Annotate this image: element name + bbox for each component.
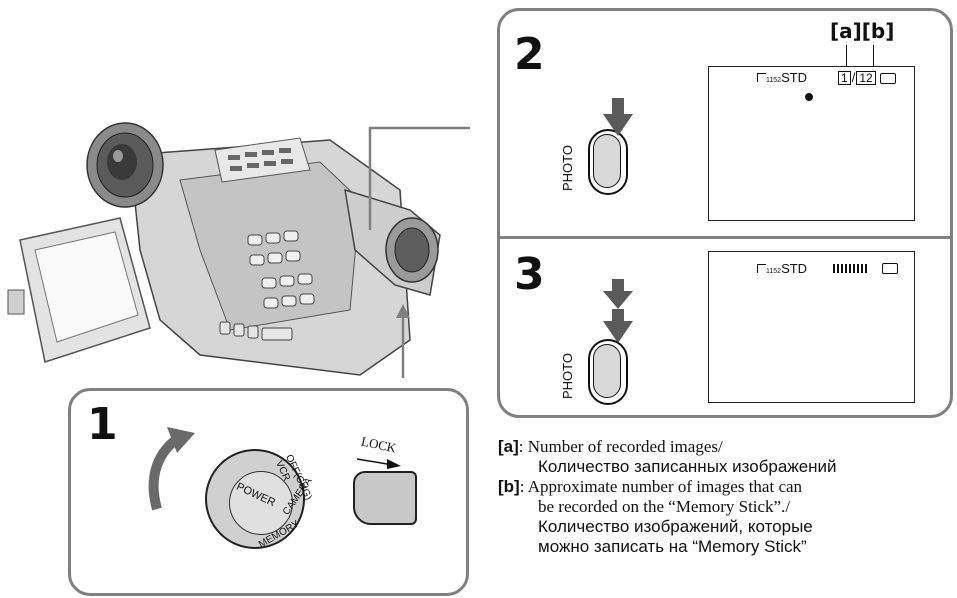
lock-arrow-icon [357,458,401,469]
photo-button-cap [593,134,621,188]
callout-a: [a] [830,19,862,43]
photo-button-step3[interactable] [588,339,628,405]
steps-2-3-panel: 2 PHOTO [a][b] 1152STD 1/12 3 PHOTO [497,8,953,418]
recording-dot-icon [805,93,813,101]
photo-label-step2: PHOTO [560,145,575,191]
legend-b-line3: Количество изображений, которые [538,517,813,536]
step-3-number: 3 [514,249,545,300]
photo-button-step2[interactable] [588,129,628,195]
step-1-panel: 1 POWER OFF(CHG) VCR CAMERA MEMORY LOCK [68,388,469,596]
memory-stick-image-size-icon [757,264,766,273]
legend-a-line2: Количество записанных изображений [538,457,837,476]
memory-stick-icon [882,263,898,274]
memory-stick-image-size-icon [757,73,766,82]
image-mode-indicator: 1152STD [757,262,807,279]
recording-progress-bars-icon [833,264,867,273]
photo-button-cap [593,344,621,398]
callout-b: [b] [861,19,895,43]
remaining-images-count: 12 [856,71,876,85]
callout-labels: [a][b] [830,19,894,43]
step-2-number: 2 [514,29,545,80]
lock-label: LOCK [359,433,398,456]
legend-b-line2: be recorded on the “Memory Stick”./ [538,497,791,516]
recorded-images-count: 1 [838,71,851,85]
camcorder-illustration [7,122,470,378]
double-press-arrow-icon [603,279,633,343]
press-arrow-icon [603,98,633,136]
memory-stick-icon [880,73,897,85]
step-divider [500,236,950,239]
image-mode-indicator: 1152STD [757,71,807,88]
lock-switch[interactable] [353,471,417,525]
rotate-arrow-icon [148,427,195,511]
callout-a-line [846,45,847,79]
legend-b-line4: можно записать на “Memory Stick” [538,537,807,556]
legend-a-line1: [a]: Number of recorded images/ [498,437,723,456]
legend: [a]: Number of recorded images/ Количест… [498,437,953,557]
lcd-screen-step3: 1152STD [708,251,915,403]
photo-label-step3: PHOTO [560,353,575,399]
power-dial-face [229,471,293,535]
step-1-number: 1 [87,399,118,450]
callout-b-line [873,45,874,79]
power-dial[interactable]: POWER [205,449,305,549]
image-count-indicator: 1/12 [837,71,897,85]
lcd-screen-step2: 1152STD 1/12 [708,66,915,221]
legend-b-line1: [b]: Approximate number of images that c… [498,477,803,496]
